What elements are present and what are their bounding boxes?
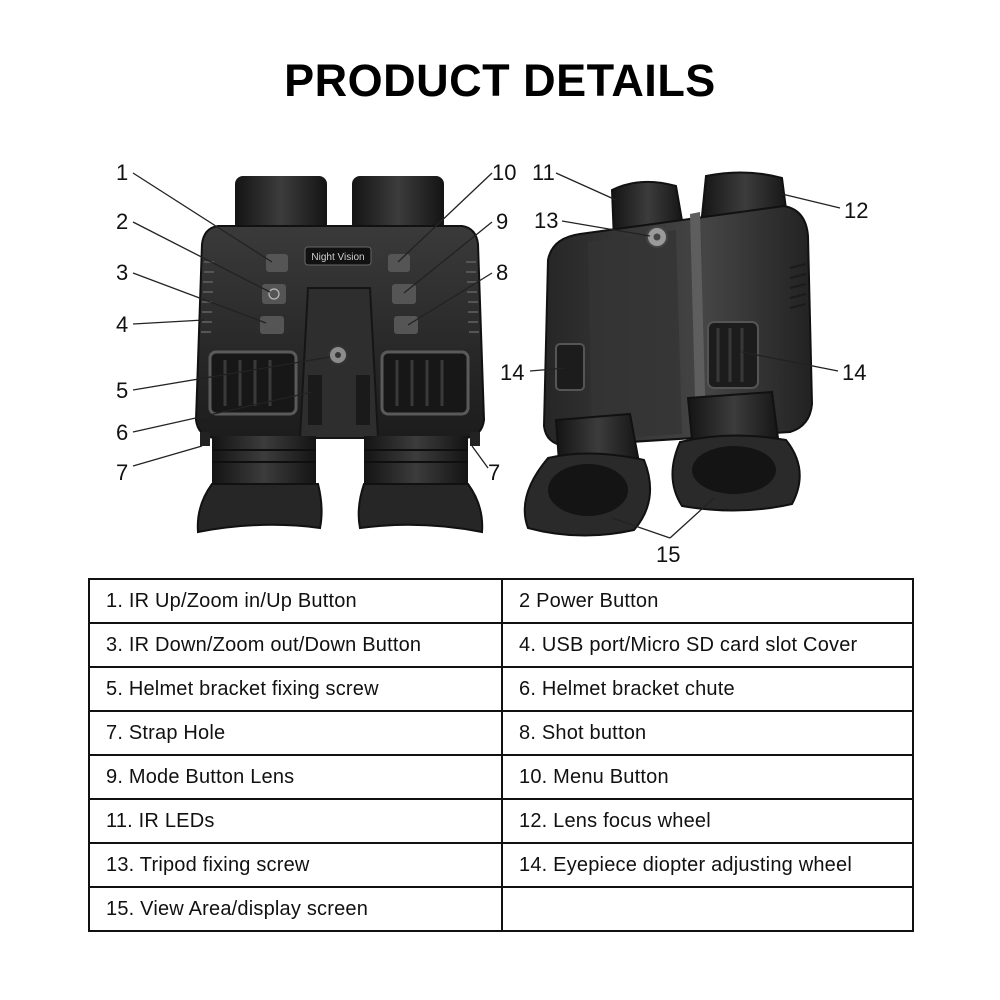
- parts-table: 1. IR Up/Zoom in/Up Button 2 Power Butto…: [88, 578, 914, 932]
- menu-button[interactable]: [388, 254, 410, 272]
- side-diopter-wheel-right[interactable]: [707, 321, 759, 389]
- front-view-device: Night Vision: [194, 176, 486, 534]
- table-cell: 15. View Area/display screen: [88, 886, 503, 932]
- side-view-device: [523, 171, 814, 537]
- callout-3: 3: [116, 260, 128, 285]
- left-grip-ridges: [201, 261, 214, 333]
- ir-up-button[interactable]: [266, 254, 288, 272]
- tripod-screw-center: [653, 233, 661, 241]
- left-strap-hole: [200, 432, 210, 446]
- callout-13: 13: [534, 208, 558, 233]
- side-eyecup-left-opening: [548, 464, 628, 516]
- side-diopter-wheel-left[interactable]: [555, 343, 585, 391]
- table-cell: 14. Eyepiece diopter adjusting wheel: [501, 842, 914, 888]
- table-row: 7. Strap Hole 8. Shot button: [88, 710, 914, 756]
- table-row: 9. Mode Button Lens 10. Menu Button: [88, 754, 914, 800]
- night-vision-badge: [304, 246, 372, 266]
- right-wheel-ridges: [395, 360, 444, 406]
- table-row: 11. IR LEDs 12. Lens focus wheel: [88, 798, 914, 844]
- screw-center: [335, 352, 341, 358]
- callout-4: 4: [116, 312, 128, 337]
- callout-5: 5: [116, 378, 128, 403]
- callout-12: 12: [844, 198, 868, 223]
- table-cell: 7. Strap Hole: [88, 710, 503, 756]
- callout-7-left: 7: [116, 460, 128, 485]
- right-strap-hole: [470, 432, 480, 446]
- table-cell: 6. Helmet bracket chute: [501, 666, 914, 712]
- side-panel-inner: [588, 230, 682, 440]
- table-cell-empty: [501, 886, 914, 932]
- callout-6: 6: [116, 420, 128, 445]
- eyepiece-rings: [212, 449, 468, 463]
- left-eyecup: [196, 483, 323, 534]
- mode-button[interactable]: [392, 284, 416, 304]
- left-objective-tube: [235, 176, 327, 232]
- helmet-bracket-chute: [308, 375, 322, 425]
- table-cell: 12. Lens focus wheel: [501, 798, 914, 844]
- table-row: 3. IR Down/Zoom out/Down Button 4. USB p…: [88, 622, 914, 668]
- right-diopter-wheel[interactable]: [380, 350, 470, 416]
- callout-8: 8: [496, 260, 508, 285]
- side-eyecup-right-opening: [692, 446, 776, 494]
- callout-10: 10: [492, 160, 516, 185]
- callout-15: 15: [656, 542, 680, 567]
- callout-14-left: 14: [500, 360, 524, 385]
- table-cell: 13. Tripod fixing screw: [88, 842, 503, 888]
- table-cell: 10. Menu Button: [501, 754, 914, 800]
- table-cell: 9. Mode Button Lens: [88, 754, 503, 800]
- callout-11: 11: [532, 160, 555, 185]
- page-title: PRODUCT DETAILS: [284, 55, 716, 106]
- table-cell: 5. Helmet bracket fixing screw: [88, 666, 503, 712]
- side-vents: [789, 263, 807, 309]
- table-cell: 2 Power Button: [501, 578, 914, 624]
- right-eyecup: [357, 483, 484, 534]
- leader-lines: [132, 172, 841, 539]
- power-button[interactable]: [262, 284, 286, 304]
- side-panel-stripe: [690, 212, 706, 432]
- table-cell: 8. Shot button: [501, 710, 914, 756]
- callout-14-right: 14: [842, 360, 866, 385]
- table-cell: 11. IR LEDs: [88, 798, 503, 844]
- table-cell: 4. USB port/Micro SD card slot Cover: [501, 622, 914, 668]
- callout-2: 2: [116, 209, 128, 234]
- left-diopter-wheel[interactable]: [208, 350, 298, 416]
- night-vision-label: Night Vision: [311, 252, 364, 263]
- side-wheel-ridges: [716, 328, 744, 382]
- right-grip-ridges: [466, 261, 479, 333]
- table-row: 13. Tripod fixing screw 14. Eyepiece dio…: [88, 842, 914, 888]
- helmet-bracket-chute-right: [356, 375, 370, 425]
- callout-9: 9: [496, 209, 508, 234]
- ir-down-button[interactable]: [260, 316, 284, 334]
- table-cell: 3. IR Down/Zoom out/Down Button: [88, 622, 503, 668]
- callout-1: 1: [116, 160, 128, 185]
- table-cell: 1. IR Up/Zoom in/Up Button: [88, 578, 503, 624]
- table-row: 5. Helmet bracket fixing screw 6. Helmet…: [88, 666, 914, 712]
- table-row: 15. View Area/display screen: [88, 886, 914, 932]
- shot-button[interactable]: [394, 316, 418, 334]
- callout-7-right: 7: [488, 460, 500, 485]
- product-figure: Night Vision: [116, 160, 868, 567]
- power-icon: [268, 288, 280, 300]
- table-row: 1. IR Up/Zoom in/Up Button 2 Power Butto…: [88, 578, 914, 624]
- callout-numbers: 1 2 3 4 5 6 7 7 8 9 10 11 12 13 14 14 15: [116, 160, 868, 567]
- right-objective-tube: [352, 176, 444, 232]
